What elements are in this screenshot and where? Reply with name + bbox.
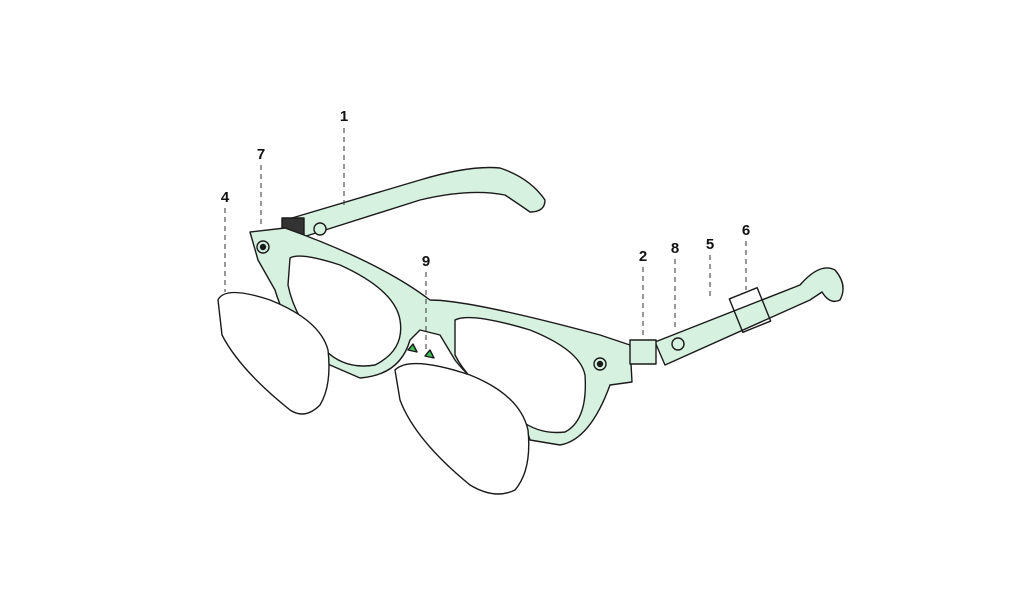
left-temple-button — [313, 222, 327, 236]
nose-pad-left — [407, 343, 418, 353]
camera-lens-dot — [259, 243, 267, 251]
right-lens — [394, 362, 530, 495]
right-hinge — [629, 339, 657, 365]
label-9: 9 — [421, 253, 431, 270]
led-dot — [596, 360, 604, 368]
nose-pad-right — [424, 349, 435, 359]
label-2: 2 — [638, 248, 648, 265]
label-8: 8 — [670, 240, 680, 257]
left-temple — [291, 166, 546, 239]
battery-compartment — [728, 286, 772, 334]
left-lens — [217, 291, 330, 415]
right-temple-button — [671, 337, 685, 351]
label-5: 5 — [705, 236, 715, 253]
label-1: 1 — [339, 108, 349, 125]
leader-lines — [224, 128, 747, 350]
label-6: 6 — [741, 222, 751, 239]
label-4: 4 — [220, 189, 230, 206]
label-7: 7 — [256, 146, 266, 163]
right-temple — [654, 267, 844, 366]
